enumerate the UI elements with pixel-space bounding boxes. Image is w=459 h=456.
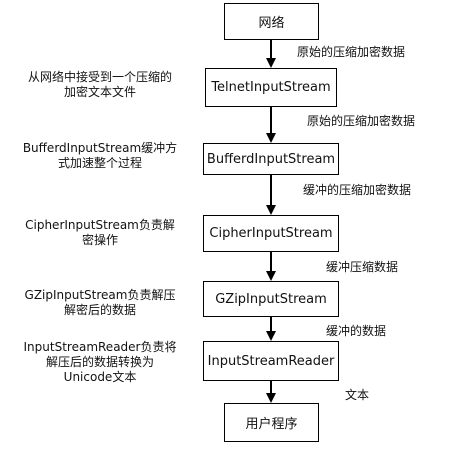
note-line: BufferdInputStream缓冲方: [22, 141, 178, 155]
node-user-program: 用户程序: [224, 403, 319, 442]
note-line: CipherInputStream负责解: [25, 218, 175, 232]
note-line: 解密后的数据: [63, 303, 136, 317]
edge-label-2: 原始的压缩加密数据: [307, 114, 416, 128]
note-cipher: CipherInputStream负责解 密操作: [20, 218, 180, 248]
edge-label-5: 缓冲的数据: [326, 324, 387, 338]
note-line: GZipInputStream负责解压: [24, 288, 176, 302]
note-line: 解压后的数据转换为: [45, 355, 154, 369]
node-gzip-input-stream: GZipInputStream: [203, 281, 339, 317]
note-line: 从网络中接受到一个压缩的: [27, 70, 172, 84]
edge-label-6: 文本: [345, 388, 370, 402]
note-buffered: BufferdInputStream缓冲方 式加速整个过程: [20, 141, 180, 171]
edge-label-4: 缓冲压缩数据: [326, 260, 399, 274]
note-line: 密操作: [81, 233, 118, 247]
node-telnet-input-stream: TelnetInputStream: [205, 68, 337, 107]
note-telnet: 从网络中接受到一个压缩的 加密文本文件: [20, 70, 180, 100]
note-line: Unicode文本: [63, 370, 137, 384]
node-input-stream-reader: InputStreamReader: [203, 341, 339, 381]
note-gzip: GZipInputStream负责解压 解密后的数据: [20, 288, 180, 318]
edge-label-1: 原始的压缩加密数据: [297, 45, 406, 59]
note-line: 式加速整个过程: [57, 156, 142, 170]
note-line: InputStreamReader负责将: [23, 340, 177, 354]
edge-label-3: 缓冲的压缩加密数据: [303, 183, 412, 197]
note-reader: InputStreamReader负责将 解压后的数据转换为 Unicode文本: [20, 340, 180, 385]
node-network: 网络: [224, 3, 319, 40]
node-buffered-input-stream: BufferdInputStream: [203, 143, 339, 175]
note-line: 加密文本文件: [63, 85, 136, 99]
node-cipher-input-stream: CipherInputStream: [203, 215, 339, 252]
